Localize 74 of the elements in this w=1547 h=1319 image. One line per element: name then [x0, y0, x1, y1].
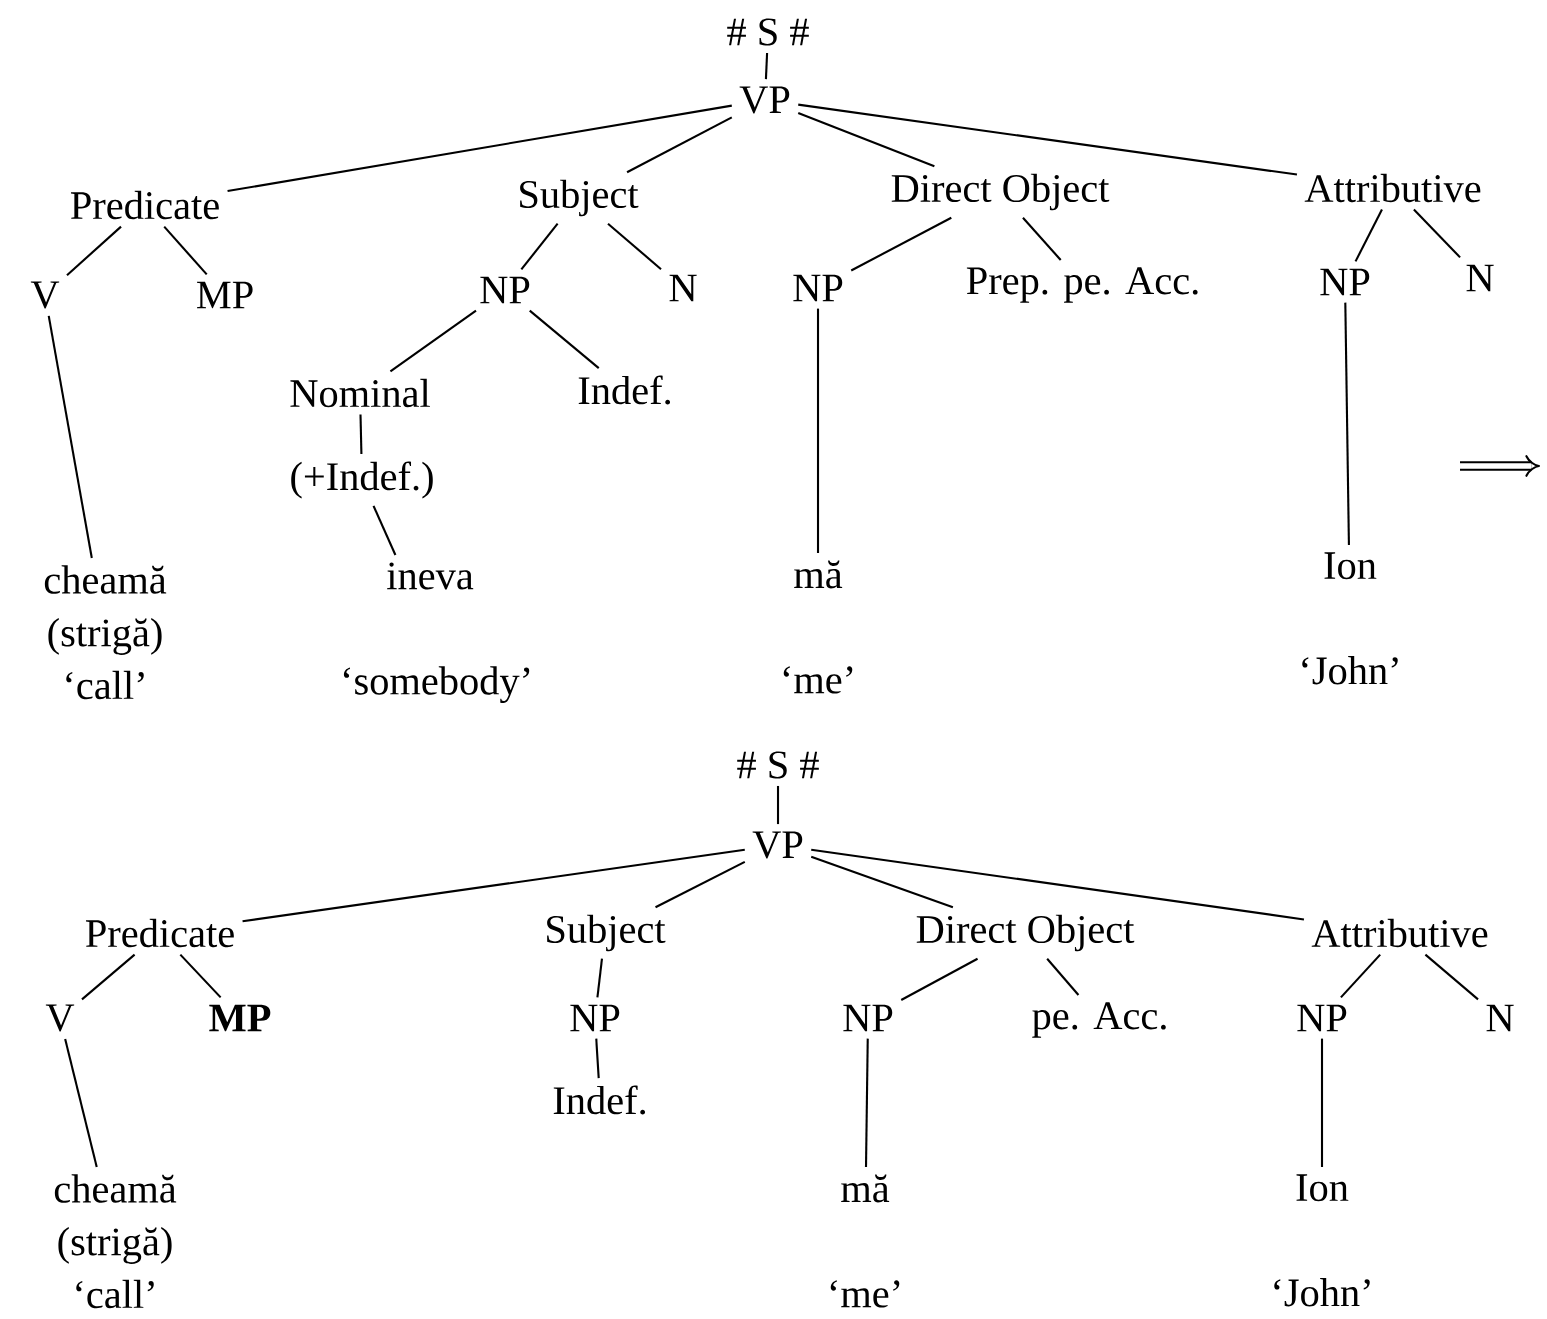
tree-branch [179, 953, 222, 999]
tree-branch [864, 1038, 869, 1167]
tree-label: Attributive [1311, 918, 1488, 948]
tree-label: cheamă (strigă) ‘call’ [54, 1174, 177, 1309]
tree-branch [227, 104, 732, 193]
tree-label: N [1466, 264, 1494, 292]
tree-branch [66, 225, 122, 277]
tree-label: Ion ‘John’ [1302, 552, 1398, 685]
tree-branch [595, 1038, 600, 1079]
tree-label: pe. Acc. [1032, 1002, 1166, 1038]
tree-branch [163, 225, 208, 276]
tree-label: Prep. pe. Acc. [966, 267, 1198, 303]
tree-label: Attributive [1304, 173, 1481, 203]
tree-label: Subject [547, 914, 666, 952]
tree-label: Direct Object [891, 173, 1110, 211]
tree-label: VP [739, 86, 790, 114]
tree-branch [1320, 1038, 1324, 1167]
tree-label: NP [843, 1004, 893, 1032]
tree-branch [816, 308, 820, 553]
tree-label: N [669, 274, 697, 302]
tree-label: mă ‘me’ [830, 1174, 900, 1308]
tree-label: Nominal [290, 378, 430, 408]
tree-branch [359, 414, 363, 455]
tree-branch [1413, 208, 1461, 259]
tree-branch [242, 848, 745, 923]
tree-label: # S # [737, 751, 819, 779]
tree-label: N [1486, 1004, 1514, 1032]
tree-label: mă ‘me’ [783, 560, 853, 694]
tree-branch [811, 848, 1305, 921]
tree-branch [596, 958, 604, 998]
tree-label: VP [752, 831, 803, 859]
tree-branch [607, 222, 662, 270]
tree-branch [900, 957, 979, 1001]
tree-branch [64, 1038, 98, 1168]
tree-label: (+Indef.) [291, 461, 433, 499]
tree-branch [850, 216, 952, 272]
tree-branch [655, 860, 746, 909]
tree-label: NP [793, 274, 843, 302]
tree-label: Predicate [86, 918, 234, 948]
tree-branch [1022, 217, 1062, 261]
tree-branch [389, 309, 477, 373]
tree-branch [810, 855, 954, 909]
tree-branch [1046, 958, 1080, 996]
tree-label: NP [570, 1004, 620, 1032]
tree-branch [81, 953, 136, 1001]
tree-label: Ion ‘John’ [1274, 1174, 1370, 1307]
tree-label: NP [1320, 268, 1370, 296]
tree-label: Direct Object [916, 914, 1135, 952]
tree-label: V [45, 1004, 75, 1032]
tree-branch [520, 223, 559, 271]
tree-branch [626, 116, 733, 174]
tree-label: Subject [520, 179, 639, 217]
tree-label: NP [1297, 1004, 1347, 1032]
tree-label: cheamă (strigă) ‘call’ [44, 565, 167, 700]
tree-branch [797, 112, 935, 168]
tree-branch [1354, 209, 1383, 262]
tree-branch [764, 52, 769, 80]
tree-branch [372, 505, 397, 556]
tree-label: V [30, 281, 60, 309]
tree-label: NP [480, 276, 530, 304]
tree-label: ineva ‘somebody’ [343, 562, 530, 704]
tree-label: MP [196, 281, 253, 309]
tree-label: MP [209, 1004, 271, 1032]
tree-label: Predicate [71, 190, 219, 220]
tree-label: Indef. [553, 1085, 646, 1115]
tree-label: # S # [727, 18, 809, 46]
tree-branch [529, 309, 600, 369]
tree-branch [47, 315, 93, 559]
tree-branch [798, 103, 1298, 176]
tree-branch [776, 785, 780, 825]
tree-branch [1340, 953, 1381, 999]
tree-branch [1424, 953, 1479, 1001]
tree-branch [1344, 302, 1350, 545]
tree-label: Indef. [578, 375, 671, 405]
